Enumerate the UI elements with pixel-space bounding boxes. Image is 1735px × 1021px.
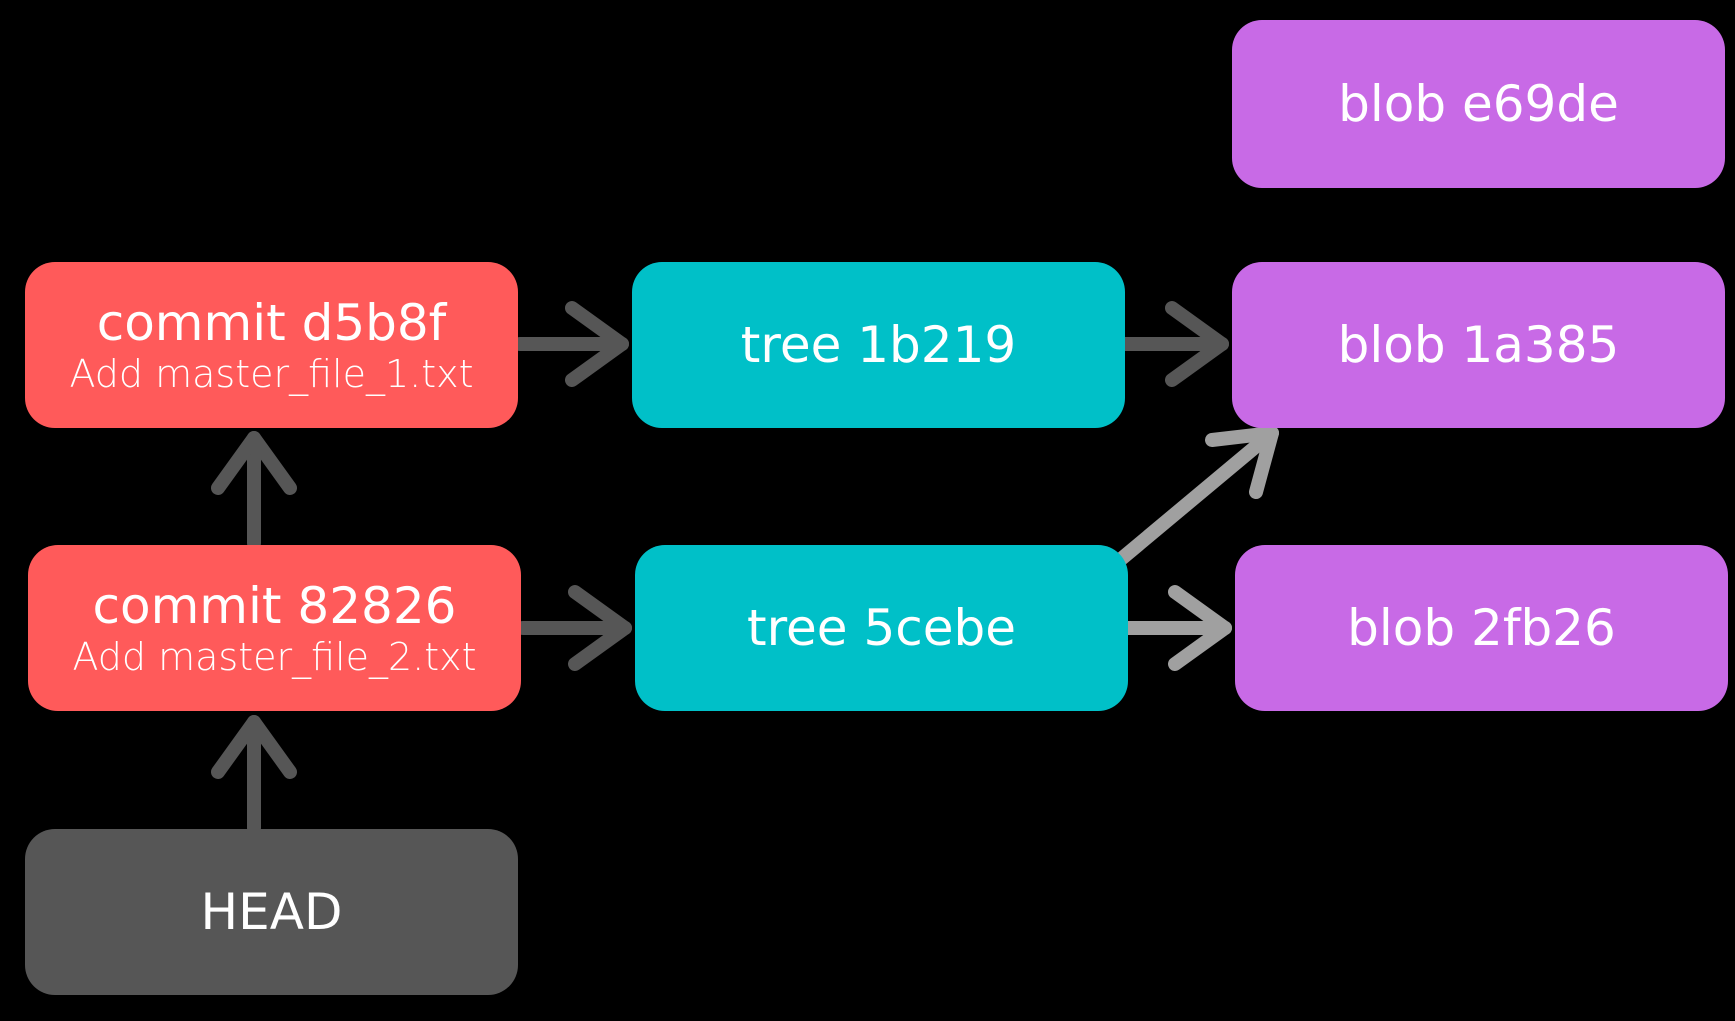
- commit-d5b8f-message: Add master_file_1.txt: [69, 352, 474, 396]
- head-node: HEAD: [25, 829, 518, 995]
- commit-d5b8f-label: commit d5b8f: [96, 294, 447, 352]
- arrow-commit-d5b8f-to-tree-1b219: [513, 301, 629, 387]
- blob-e69de-node: blob e69de: [1232, 20, 1725, 188]
- arrow-commit-82826-to-tree-5cebe: [516, 585, 632, 671]
- commit-d5b8f-node: commit d5b8f Add master_file_1.txt: [25, 262, 518, 428]
- blob-2fb26-node: blob 2fb26: [1235, 545, 1728, 711]
- commit-82826-label: commit 82826: [92, 577, 457, 635]
- commit-82826-node: commit 82826 Add master_file_2.txt: [28, 545, 521, 711]
- tree-1b219-label: tree 1b219: [740, 316, 1017, 374]
- tree-5cebe-label: tree 5cebe: [746, 599, 1017, 657]
- commit-82826-message: Add master_file_2.txt: [72, 635, 477, 679]
- arrow-tree-5cebe-to-blob-1a385: [1113, 426, 1279, 567]
- blob-2fb26-label: blob 2fb26: [1347, 599, 1616, 657]
- tree-1b219-node: tree 1b219: [632, 262, 1125, 428]
- arrow-head-to-commit-82826: [211, 715, 297, 835]
- blob-1a385-label: blob 1a385: [1337, 316, 1620, 374]
- tree-5cebe-node: tree 5cebe: [635, 545, 1128, 711]
- blob-e69de-label: blob e69de: [1338, 75, 1619, 133]
- head-label: HEAD: [200, 883, 343, 941]
- blob-1a385-node: blob 1a385: [1232, 262, 1725, 428]
- arrow-tree-5cebe-to-blob-2fb26: [1121, 585, 1232, 671]
- arrow-commit-82826-to-commit-d5b8f: [211, 431, 297, 550]
- arrow-tree-1b219-to-blob-1a385: [1118, 301, 1229, 387]
